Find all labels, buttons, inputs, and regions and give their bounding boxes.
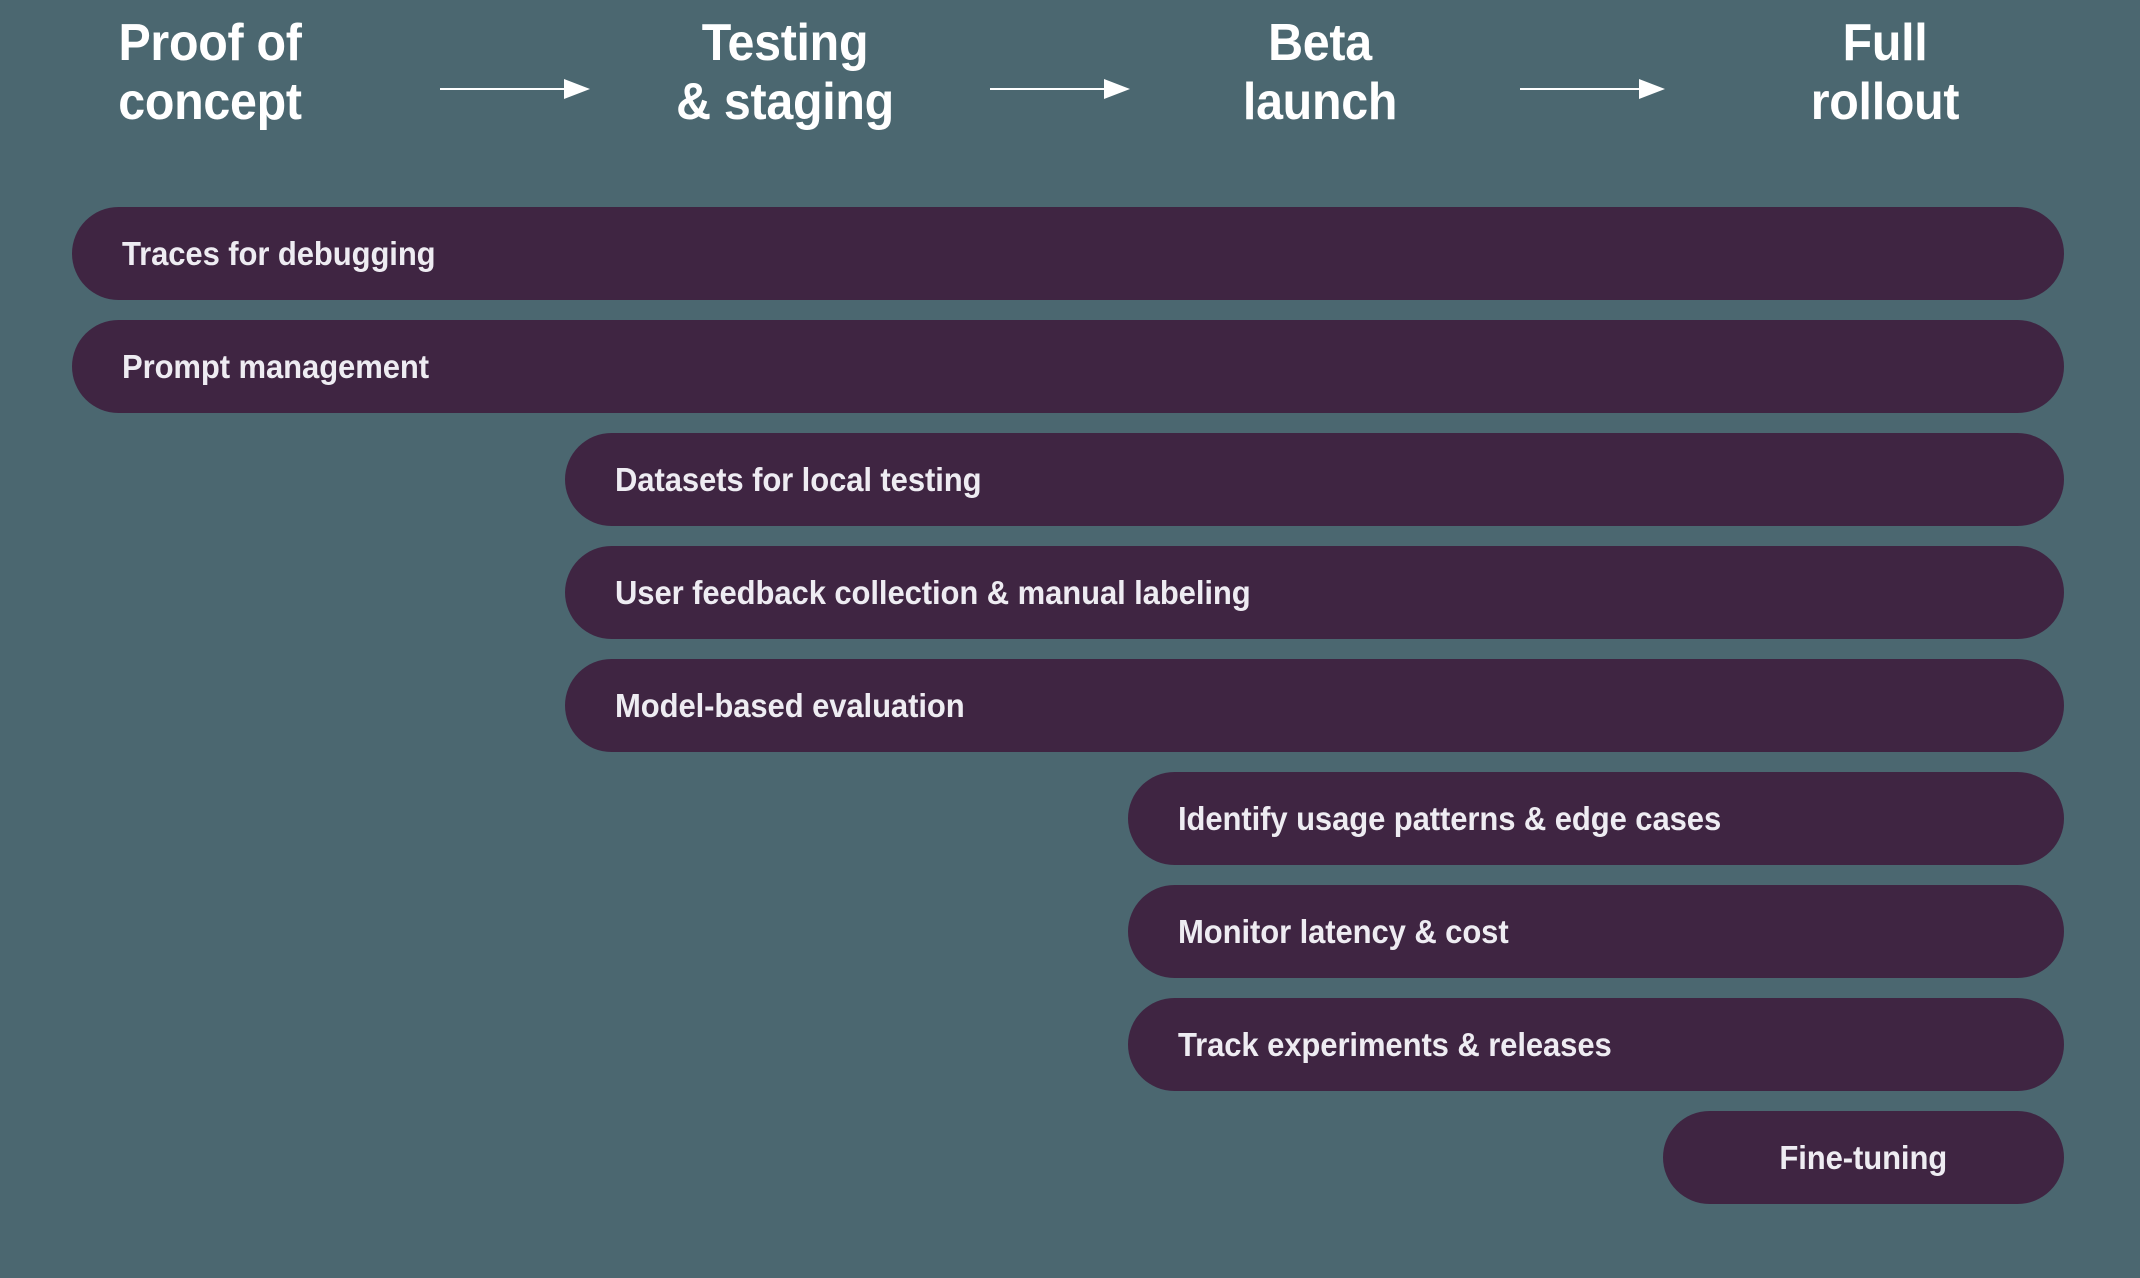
- capability-bar-datasets-for-local-testing[interactable]: Datasets for local testing: [565, 433, 2064, 526]
- capability-bar-identify-usage-patterns[interactable]: Identify usage patterns & edge cases: [1128, 772, 2064, 865]
- phase-title-proof-of-concept: Proof of concept: [118, 14, 302, 131]
- capability-bar-user-feedback-collection[interactable]: User feedback collection & manual labeli…: [565, 546, 2064, 639]
- capability-bar-fine-tuning[interactable]: Fine-tuning: [1663, 1111, 2064, 1204]
- capability-bar-label: Fine-tuning: [1779, 1138, 1948, 1176]
- capability-bar-traces-for-debugging[interactable]: Traces for debugging: [72, 207, 2064, 300]
- arrow-right-icon-1: [440, 76, 590, 102]
- capability-bar-label: Traces for debugging: [122, 234, 436, 272]
- capability-bar-label: Datasets for local testing: [615, 460, 982, 498]
- phase-header-row: Proof of concept Testing & staging Beta …: [0, 0, 2140, 190]
- capability-bar-label: Monitor latency & cost: [1178, 912, 1509, 950]
- phase-title-beta-launch: Beta launch: [1242, 14, 1398, 131]
- capability-bar-label: Model-based evaluation: [615, 686, 965, 724]
- capability-bar-prompt-management[interactable]: Prompt management: [72, 320, 2064, 413]
- capability-bar-track-experiments-and-releases[interactable]: Track experiments & releases: [1128, 998, 2064, 1091]
- capability-bar-monitor-latency-and-cost[interactable]: Monitor latency & cost: [1128, 885, 2064, 978]
- arrow-right-icon-3: [1520, 76, 1665, 102]
- capability-bar-label: Identify usage patterns & edge cases: [1178, 799, 1722, 837]
- capability-bar-label: Track experiments & releases: [1178, 1025, 1612, 1063]
- phase-title-full-rollout: Full rollout: [1810, 14, 1960, 131]
- arrow-right-icon-2: [990, 76, 1130, 102]
- capability-bar-label: User feedback collection & manual labeli…: [615, 573, 1251, 611]
- phase-title-testing-and-staging: Testing & staging: [676, 14, 894, 131]
- capability-bar-label: Prompt management: [122, 347, 429, 385]
- capability-bar-model-based-evaluation[interactable]: Model-based evaluation: [565, 659, 2064, 752]
